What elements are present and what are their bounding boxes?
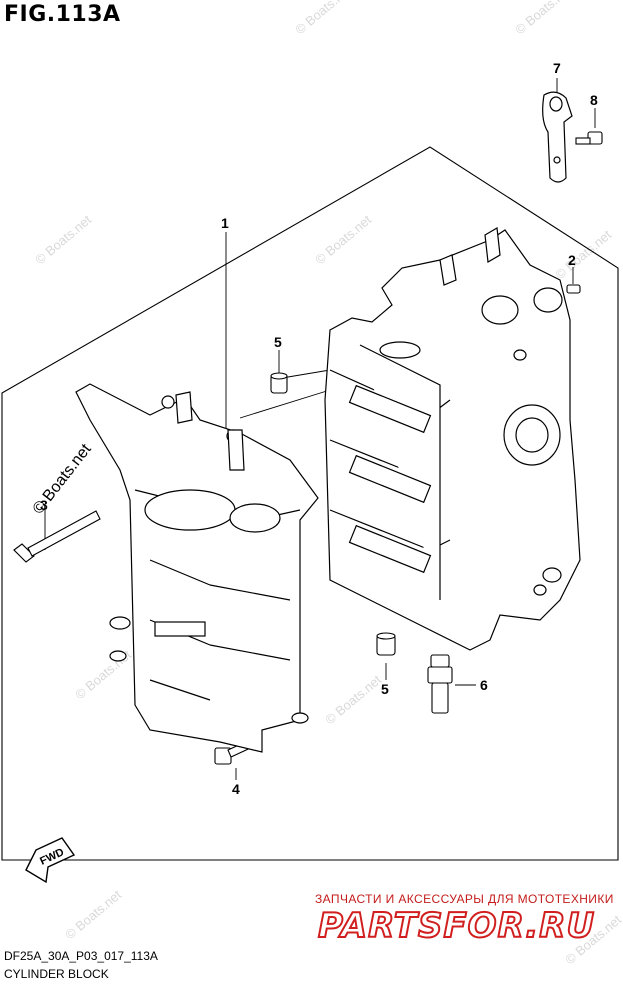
callout-numbers: 1 2 3 4 5 5 6 7 8: [40, 60, 598, 797]
ad-logo: PARTSFOR.RU: [317, 905, 596, 947]
watermark: © Boats.net: [552, 227, 614, 283]
cylinder-block-main: [324, 227, 581, 651]
watermark: © Boats.net: [322, 672, 384, 728]
callout-5b: 5: [381, 681, 389, 697]
lifting-bracket: [542, 91, 573, 183]
watermark: © Boats.net: [32, 212, 94, 268]
assembly-outline-box: [1, 146, 619, 861]
ad-tagline: ЗАПЧАСТИ И АКСЕССУАРЫ ДЛЯ МОТОТЕХНИКИ: [315, 892, 614, 906]
figure-title: FIG.113A: [4, 2, 121, 27]
callout-5a: 5: [274, 334, 282, 350]
callout-1: 1: [221, 215, 229, 231]
callout-7: 7: [553, 60, 561, 76]
watermark: © Boats.net: [312, 212, 374, 268]
diagram-code: DF25A_30A_P03_017_113A: [4, 949, 158, 963]
pin-2: [566, 284, 581, 294]
callout-4: 4: [232, 781, 240, 797]
watermark: © Boats.net: [62, 887, 124, 943]
bolt-8: [575, 131, 603, 145]
watermark: © Boats.net: [292, 0, 354, 37]
diagram-name: CYLINDER BLOCK: [4, 967, 109, 981]
callout-3: 3: [40, 497, 48, 513]
callout-6: 6: [480, 677, 488, 693]
water-fitting-6: [427, 654, 453, 714]
fwd-arrow-icon: FWD: [25, 837, 76, 884]
callout-2: 2: [568, 252, 576, 268]
crankcase-front-half: [75, 383, 319, 753]
dowel-pin-upper: [270, 372, 288, 394]
callout-8: 8: [590, 92, 598, 108]
dowel-pin-lower: [376, 632, 396, 656]
watermark: © Boats.net: [512, 0, 574, 37]
long-bolt-3: [13, 510, 101, 563]
